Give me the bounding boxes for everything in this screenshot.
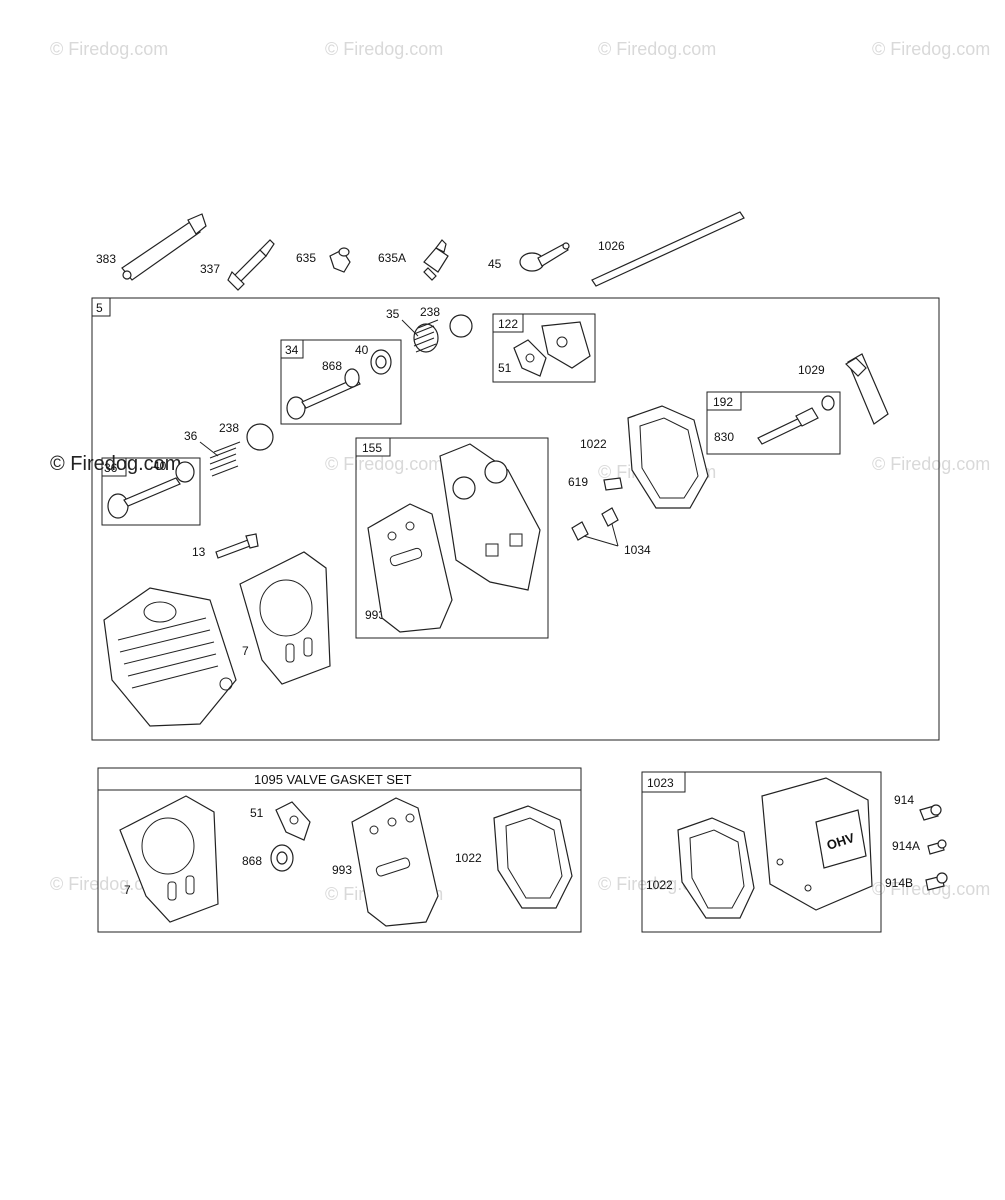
part-1022-cover-gasket[interactable] [627, 405, 709, 509]
part-635A-boot[interactable] [423, 239, 449, 281]
label-40-b: 40 [153, 459, 167, 473]
part-337-spark-plug[interactable] [227, 239, 275, 291]
part-635-cap[interactable] [329, 247, 351, 273]
label-35: 35 [386, 307, 400, 321]
part-7-head-gasket[interactable] [239, 551, 331, 685]
label-1022-a: 1022 [580, 437, 607, 451]
part-valve-cover[interactable]: OHV [761, 777, 873, 911]
watermark: © Firedog.com [325, 39, 443, 59]
label-1026: 1026 [598, 239, 625, 253]
leader-36 [199, 441, 219, 457]
box-155-tag [355, 437, 391, 457]
cover-kit-tag [641, 771, 686, 793]
label-383: 383 [96, 252, 116, 266]
box-36-tag [101, 457, 127, 477]
box-155 [355, 437, 549, 639]
label-192: 192 [713, 395, 733, 409]
part-830-rocker-stud[interactable] [757, 395, 835, 445]
label-1034: 1034 [624, 543, 651, 557]
label-7-b: 7 [124, 883, 131, 897]
box-34 [280, 339, 402, 425]
gasket-set-title: 1095 VALVE GASKET SET [254, 772, 412, 787]
label-7-a: 7 [242, 644, 249, 658]
label-914A: 914A [892, 839, 920, 853]
label-34: 34 [285, 343, 299, 357]
label-1029: 1029 [798, 363, 825, 377]
label-868-a: 868 [322, 359, 342, 373]
label-993: 993 [365, 608, 385, 622]
label-13: 13 [192, 545, 206, 559]
label-51-a: 51 [498, 361, 512, 375]
part-122-breather[interactable] [541, 321, 591, 369]
label-1022-b: 1022 [455, 851, 482, 865]
part-868-seal-a[interactable] [344, 368, 360, 388]
gasket-set-frame [97, 767, 582, 933]
label-5: 5 [96, 301, 103, 315]
part-993-gasket[interactable] [367, 503, 453, 633]
box-192 [706, 391, 841, 455]
label-36: 36 [184, 429, 198, 443]
box-192-tag [706, 391, 742, 411]
label-635A: 635A [378, 251, 406, 265]
part-914B-screw[interactable] [925, 872, 948, 891]
cover-kit-frame [641, 771, 882, 933]
part-51-gasket-a[interactable] [513, 339, 547, 377]
label-619: 619 [568, 475, 588, 489]
part-40-retainer-a[interactable] [370, 349, 392, 375]
part-45-valve[interactable] [519, 242, 570, 272]
label-914B: 914B [885, 876, 913, 890]
part-383-drawing[interactable] [121, 213, 207, 281]
label-635: 635 [296, 251, 316, 265]
box-34-tag [280, 339, 304, 359]
label-830: 830 [714, 430, 734, 444]
box-36 [101, 457, 201, 526]
label-1022-c: 1022 [646, 878, 673, 892]
label-122: 122 [498, 317, 518, 331]
part-1029-rocker-arm[interactable] [845, 353, 889, 425]
box-122 [492, 313, 596, 383]
label-993-b: 993 [332, 863, 352, 877]
label-337: 337 [200, 262, 220, 276]
watermark: © Firedog.com [872, 39, 990, 59]
part-1022-gasket-kit[interactable] [677, 817, 755, 919]
part-7-head-gasket-set[interactable] [119, 795, 219, 923]
part-238-cap-b[interactable] [246, 423, 274, 451]
box-122-tag [492, 313, 524, 333]
watermark: © Firedog.com [50, 39, 168, 59]
part-51-gasket-set[interactable] [275, 801, 311, 841]
label-40-a: 40 [355, 343, 369, 357]
part-1026-push-rod[interactable] [591, 211, 745, 287]
label-36-box: 36 [104, 461, 118, 475]
label-155: 155 [362, 441, 382, 455]
part-993-gasket-set[interactable] [351, 797, 439, 927]
part-619-screw[interactable] [603, 477, 623, 491]
part-155-plate[interactable] [439, 443, 541, 591]
label-51-b: 51 [250, 806, 264, 820]
part-13-bolt[interactable] [215, 533, 259, 559]
part-1034-clips[interactable] [571, 507, 619, 547]
part-cylinder-head[interactable] [103, 587, 237, 727]
part-914A-screw[interactable] [927, 839, 947, 855]
part-36-spring[interactable] [209, 441, 241, 477]
leader-35 [401, 319, 419, 337]
watermark: © Firedog.com [325, 454, 443, 474]
label-238-b: 238 [219, 421, 239, 435]
part-34-valve[interactable] [286, 377, 361, 420]
assembly-label-box [91, 297, 111, 317]
label-238-a: 238 [420, 305, 440, 319]
label-914: 914 [894, 793, 914, 807]
assembly-frame [91, 297, 940, 741]
part-1022-gasket-set[interactable] [493, 805, 573, 909]
watermark: © Firedog.com [872, 454, 990, 474]
part-868-seal-set[interactable] [270, 844, 294, 872]
part-35-spring[interactable] [413, 319, 439, 353]
part-36-valve[interactable] [107, 461, 195, 519]
label-868-b: 868 [242, 854, 262, 868]
part-914-screw[interactable] [919, 804, 942, 821]
watermark: © Firedog.com [598, 39, 716, 59]
label-1023: 1023 [647, 776, 674, 790]
label-45: 45 [488, 257, 502, 271]
part-238-cap-a[interactable] [449, 314, 473, 338]
